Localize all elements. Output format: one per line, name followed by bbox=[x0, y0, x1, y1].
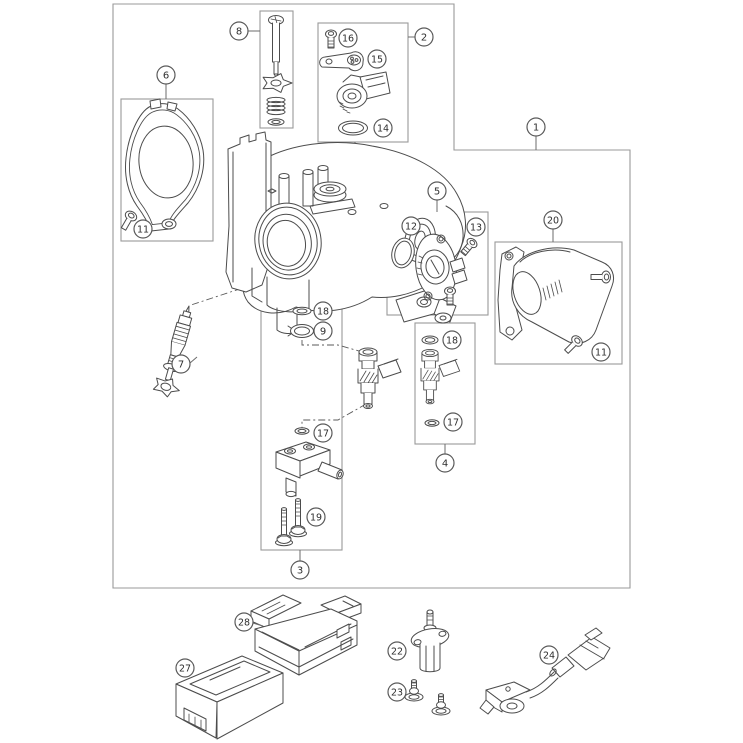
svg-text:22: 22 bbox=[391, 647, 403, 658]
connector-28 bbox=[250, 594, 362, 676]
svg-text:2: 2 bbox=[421, 33, 427, 44]
svg-text:18: 18 bbox=[446, 336, 458, 347]
callout-14[interactable]: 14 bbox=[373, 118, 393, 138]
svg-text:18: 18 bbox=[317, 307, 329, 318]
svg-text:7: 7 bbox=[178, 360, 184, 371]
callout-5[interactable]: 5 bbox=[427, 181, 447, 201]
svg-text:9: 9 bbox=[320, 327, 326, 338]
svg-text:8: 8 bbox=[236, 27, 242, 38]
svg-text:4: 4 bbox=[442, 459, 448, 470]
svg-text:17: 17 bbox=[317, 429, 329, 440]
svg-text:12: 12 bbox=[405, 222, 417, 233]
callout-3[interactable]: 3 bbox=[290, 560, 310, 580]
callout-6[interactable]: 6 bbox=[156, 65, 176, 85]
callout-23[interactable]: 23 bbox=[387, 682, 407, 702]
assembly-box-1 bbox=[112, 3, 631, 589]
svg-text:16: 16 bbox=[342, 34, 354, 45]
o-ring-17 bbox=[294, 427, 310, 435]
callout-15[interactable]: 15 bbox=[367, 49, 387, 69]
ecu-27 bbox=[175, 655, 284, 740]
callout-8[interactable]: 8 bbox=[229, 21, 249, 41]
washer-18 bbox=[292, 306, 312, 316]
kit-box-2 bbox=[317, 22, 409, 143]
idle-adjuster-7 bbox=[152, 305, 193, 398]
svg-text:11: 11 bbox=[137, 225, 149, 236]
bolt-19a bbox=[275, 507, 293, 547]
sensor-body-2 bbox=[336, 71, 391, 114]
o-ring-14 bbox=[338, 120, 368, 136]
throttle-bore bbox=[254, 202, 322, 280]
callout-1[interactable]: 1 bbox=[526, 117, 546, 137]
svg-text:28: 28 bbox=[238, 618, 250, 629]
leader-lines bbox=[165, 30, 554, 627]
o-ring-12 bbox=[391, 237, 415, 269]
svg-text:3: 3 bbox=[297, 566, 303, 577]
injector-kit-4 bbox=[420, 335, 461, 427]
callout-22[interactable]: 22 bbox=[387, 641, 407, 661]
flange-gasket-6 bbox=[117, 98, 205, 233]
o-ring-18b bbox=[421, 335, 439, 345]
svg-text:6: 6 bbox=[163, 71, 169, 82]
kit-box-6 bbox=[120, 98, 214, 242]
callout-27[interactable]: 27 bbox=[175, 658, 195, 678]
callout-17b[interactable]: 17 bbox=[443, 412, 463, 432]
screw-16 bbox=[325, 29, 337, 49]
kit-box-8 bbox=[259, 10, 294, 129]
svg-text:27: 27 bbox=[179, 664, 191, 675]
callout-16[interactable]: 16 bbox=[338, 28, 358, 48]
sensor-22 bbox=[410, 609, 450, 673]
callout-20[interactable]: 20 bbox=[543, 210, 563, 230]
fuel-flange-3 bbox=[275, 441, 344, 498]
o-ring-17b bbox=[424, 419, 440, 427]
callout-2[interactable]: 2 bbox=[414, 27, 434, 47]
throttle-position-sensor-5 bbox=[415, 233, 468, 301]
svg-text:11: 11 bbox=[595, 348, 607, 359]
seal-9 bbox=[287, 324, 314, 338]
svg-text:19: 19 bbox=[310, 513, 322, 524]
lever-15 bbox=[319, 51, 364, 72]
injection-kit-3 bbox=[275, 306, 344, 547]
callout-4[interactable]: 4 bbox=[435, 453, 455, 473]
svg-text:1: 1 bbox=[533, 123, 539, 134]
throttle-sensor-kit-2 bbox=[319, 29, 391, 136]
callout-13[interactable]: 13 bbox=[466, 217, 486, 237]
svg-text:13: 13 bbox=[470, 223, 482, 234]
svg-text:14: 14 bbox=[377, 124, 389, 135]
callout-17a[interactable]: 17 bbox=[313, 423, 333, 443]
screws-23 bbox=[404, 679, 451, 716]
svg-text:23: 23 bbox=[391, 688, 403, 699]
svg-text:20: 20 bbox=[547, 216, 559, 227]
fuel-injector-4 bbox=[420, 348, 461, 405]
callout-18a[interactable]: 18 bbox=[313, 301, 333, 321]
kit-box-20 bbox=[494, 241, 623, 365]
throttle-body bbox=[225, 131, 466, 334]
callout-12[interactable]: 12 bbox=[401, 216, 421, 236]
callout-11a[interactable]: 11 bbox=[133, 219, 153, 239]
svg-text:5: 5 bbox=[434, 187, 440, 198]
callout-24[interactable]: 24 bbox=[539, 645, 559, 665]
cable-sensor-24 bbox=[479, 627, 611, 715]
bolt-19b bbox=[289, 498, 307, 538]
svg-text:24: 24 bbox=[543, 651, 555, 662]
callout-19[interactable]: 19 bbox=[306, 507, 326, 527]
callout-9[interactable]: 9 bbox=[313, 321, 333, 341]
callout-11b[interactable]: 11 bbox=[591, 342, 611, 362]
actuator-kit-20 bbox=[497, 246, 615, 357]
callout-28[interactable]: 28 bbox=[234, 612, 254, 632]
fuel-injector bbox=[357, 347, 402, 409]
sensor-kit-5 bbox=[391, 233, 480, 306]
callout-18b[interactable]: 18 bbox=[442, 330, 462, 350]
callout-7[interactable]: 7 bbox=[171, 354, 191, 374]
svg-text:17: 17 bbox=[447, 418, 459, 429]
svg-text:15: 15 bbox=[371, 55, 383, 66]
callouts: 1 2 8 16 15 14 6 11 5 12 13 20 11 7 18 9… bbox=[133, 21, 611, 702]
adjuster-screw-kit-8 bbox=[262, 15, 293, 126]
